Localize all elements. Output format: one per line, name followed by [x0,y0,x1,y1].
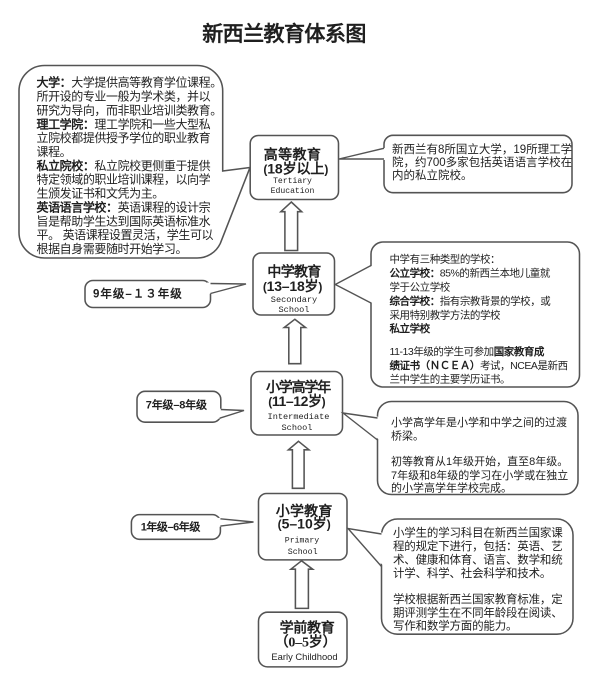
svg-text:School: School [279,305,310,315]
svg-text:兰中学生的主要学历证书。: 兰中学生的主要学历证书。 [390,373,511,386]
svg-text:内的私立院校。: 内的私立院校。 [392,168,473,182]
svg-text:理工学院：理工学院和一些大型私: 理工学院：理工学院和一些大型私 [37,116,211,131]
svg-text:中学教育: 中学教育 [267,263,321,279]
svg-text:私立院校：私立院校更侧重于提供: 私立院校：私立院校更侧重于提供 [36,158,211,173]
svg-text:Intermediate: Intermediate [268,412,330,422]
svg-text:7年级–8年级: 7年级–8年级 [146,398,208,412]
svg-text:英语语言学校：英语课程的设计宗: 英语语言学校：英语课程的设计宗 [37,199,211,214]
svg-text:院，约700多家包括英语语言学校在: 院，约700多家包括英语语言学校在 [392,155,572,169]
svg-text:旨是帮助学生达到国际英语标准水: 旨是帮助学生达到国际英语标准水 [37,213,211,228]
svg-text:Education: Education [271,187,315,196]
svg-text:高等教育: 高等教育 [264,147,322,163]
svg-text:学校根据新西兰国家教育标准，定: 学校根据新西兰国家教育标准，定 [393,592,563,606]
svg-text:新西兰有8所国立大学，19所理工学: 新西兰有8所国立大学，19所理工学 [392,142,572,156]
svg-text:期评测学生在不同年龄段在阅读、: 期评测学生在不同年龄段在阅读、 [393,605,563,619]
svg-text:生颁发证书和文凭为主。: 生颁发证书和文凭为主。 [37,186,164,201]
svg-text:小学高学年是小学和中学之间的过渡: 小学高学年是小学和中学之间的过渡 [391,415,567,429]
svg-text:(13–18岁): (13–18岁) [263,278,323,294]
svg-text:学前教育: 学前教育 [280,620,335,636]
svg-text:9年级–１３年级: 9年级–１３年级 [93,287,183,301]
svg-text:(5–10岁): (5–10岁) [278,516,331,532]
svg-text:研究为导向，而非职业培训类教育。: 研究为导向，而非职业培训类教育。 [37,102,222,117]
svg-text:大学：大学提供高等教育学位课程。: 大学：大学提供高等教育学位课程。 [37,75,222,90]
svg-text:写作和数学方面的能力。: 写作和数学方面的能力。 [393,619,517,633]
svg-text:(11–12岁): (11–12岁) [268,393,325,409]
svg-text:School: School [288,547,318,557]
svg-text:绩证书（ＮＣＥＡ）考试，NCEA是新西: 绩证书（ＮＣＥＡ）考试，NCEA是新西 [390,359,568,372]
svg-text:初等教育从1年级开始，直至8年级。: 初等教育从1年级开始，直至8年级。 [391,454,568,468]
svg-text:计学、科学、社会科学和技术。: 计学、科学、社会科学和技术。 [393,566,551,580]
svg-text:综合学校：指有宗教背景的学校，或: 综合学校：指有宗教背景的学校，或 [390,294,552,307]
svg-text:私立学校: 私立学校 [389,322,431,335]
svg-text:7年级和8年级的学习在小学或在独立: 7年级和8年级的学习在小学或在独立 [391,468,568,482]
svg-text:采用特别教学方法的学校: 采用特别教学方法的学校 [390,308,501,321]
svg-text:1年级–6年级: 1年级–6年级 [141,520,202,534]
svg-text:（0–5岁）: （0–5岁） [275,634,337,651]
svg-text:(18岁以上): (18岁以上) [263,161,328,177]
svg-text:Secondary: Secondary [271,295,317,305]
svg-text:Early Childhood: Early Childhood [271,651,337,662]
svg-text:小学高学年: 小学高学年 [266,379,331,395]
svg-text:公立学校：85%的新西兰本地儿童就: 公立学校：85%的新西兰本地儿童就 [390,266,551,279]
svg-text:Primary: Primary [285,535,319,545]
svg-text:11-13年级的学生可参加国家教育成: 11-13年级的学生可参加国家教育成 [390,345,545,358]
svg-text:新西兰教育体系图: 新西兰教育体系图 [202,22,366,46]
svg-text:小学生的学习科目在新西兰国家课: 小学生的学习科目在新西兰国家课 [393,526,563,540]
svg-text:术、健康和体育、语言、数学和统: 术、健康和体育、语言、数学和统 [393,553,563,567]
svg-text:中学有三种类型的学校：: 中学有三种类型的学校： [390,252,501,265]
svg-text:立院校都提供授予学位的职业教育: 立院校都提供授予学位的职业教育 [37,130,211,145]
svg-text:课程。: 课程。 [37,144,72,159]
svg-text:所开设的专业一般为学术类，并以: 所开设的专业一般为学术类，并以 [37,89,211,104]
svg-text:特定领域的职业培训课程，以向学: 特定领域的职业培训课程，以向学 [37,172,211,187]
svg-text:平。 英语课程设置灵活，学生可以: 平。 英语课程设置灵活，学生可以 [37,227,214,242]
svg-text:小学教育: 小学教育 [276,503,333,519]
svg-text:程的规定下进行，包括：英语、艺: 程的规定下进行，包括：英语、艺 [393,539,563,553]
svg-text:Tertiary: Tertiary [273,177,312,186]
svg-text:的小学高学年学校完成。: 的小学高学年学校完成。 [391,481,512,495]
svg-text:学于公立学校: 学于公立学校 [390,280,451,293]
svg-text:桥梁。: 桥梁。 [391,429,424,443]
svg-text:根据自身需要随时开始学习。: 根据自身需要随时开始学习。 [37,241,188,256]
svg-text:School: School [282,423,313,433]
